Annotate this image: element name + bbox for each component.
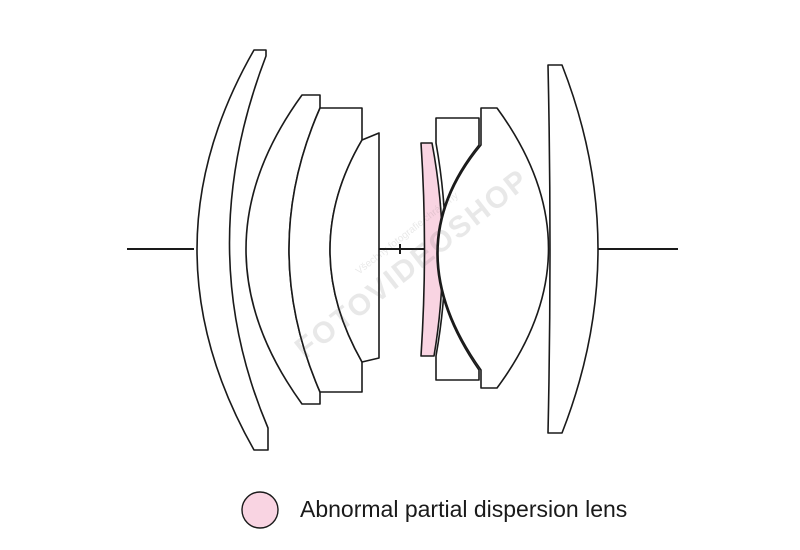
lens-element-5-apd [420, 142, 444, 357]
lens-element-4 [329, 132, 380, 363]
legend-label: Abnormal partial dispersion lens [300, 496, 628, 522]
legend-swatch [241, 491, 279, 529]
lens-element-7 [437, 107, 550, 389]
lens-element-8 [547, 64, 599, 434]
lens-element-1 [196, 49, 269, 451]
